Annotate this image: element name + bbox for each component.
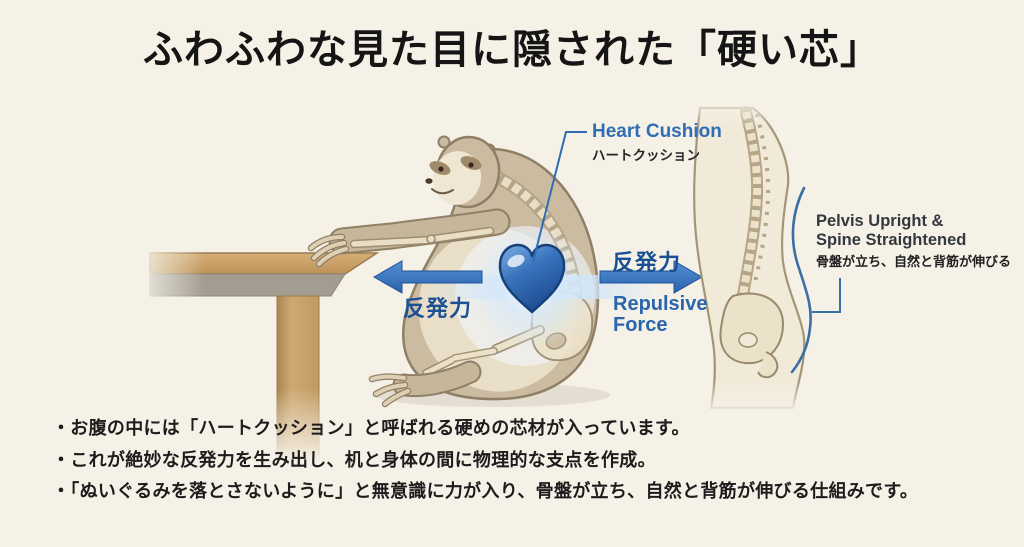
sloth-foot-claws: [368, 373, 412, 408]
pelvis-label-en: Pelvis Upright & Spine Straightened: [816, 212, 966, 250]
sloth-eye-right: [468, 162, 474, 168]
torso-bottom-fade: [678, 380, 820, 422]
sloth-head: [425, 135, 501, 209]
pelvis-bracket: [790, 186, 841, 374]
repulsive-force-label-right-en: Repulsive Force: [613, 294, 707, 336]
page-title: ふわふわな見た目に隠された「硬い芯」: [143, 28, 881, 72]
pelvis-label-en-line2: Spine Straightened: [816, 231, 967, 249]
torso-top-fade: [678, 98, 818, 128]
sloth-arm: [330, 210, 509, 253]
sloth-eye-left: [438, 166, 444, 172]
repulsive-word: Repulsive: [613, 293, 708, 315]
torso-illustration: [693, 106, 806, 410]
pelvis-callout-line: [812, 278, 841, 313]
sloth-arm-bone: [349, 226, 495, 249]
force-word: Force: [613, 314, 668, 336]
pelvis-label-ja: 骨盤が立ち、自然と背筋が伸びる: [816, 254, 1012, 269]
torso-pelvis-bone: [719, 292, 785, 379]
bullet-item-2: ・これが絶妙な反発力を生み出し、机と身体の間に物理的な支点を作成。: [52, 449, 656, 470]
heart-cushion-label-ja: ハートクッション: [592, 148, 700, 163]
repulsive-force-label-right-ja: 反発力: [612, 250, 682, 275]
repulsive-force-label-left: 反発力: [403, 296, 473, 321]
heart-highlight: [507, 254, 525, 268]
sloth-leg: [394, 362, 480, 396]
sloth-mouth: [431, 188, 454, 195]
heart-cushion-callout-line: [532, 131, 587, 263]
bullet-list: ・お腹の中には「ハートクッション」と呼ばれる硬めの芯材が入っています。 ・これが…: [52, 413, 992, 508]
right-repulsion-arrow-icon: [599, 260, 704, 294]
bullet-item-3: ・「ぬいぐるみを落とさないように」と無意識に力が入り、骨盤が立ち、自然と背筋が伸…: [52, 481, 919, 501]
sloth-hand-claws: [307, 233, 350, 268]
desk-leg-fade: [262, 388, 332, 480]
sloth-nose: [425, 178, 433, 184]
pelvis-label-en-line1: Pelvis Upright &: [816, 212, 944, 230]
bullet-item-1: ・お腹の中には「ハートクッション」と呼ばれる硬めの芯材が入っています。: [52, 418, 690, 438]
desk-left-fade: [133, 242, 213, 477]
left-repulsion-arrow-icon: [372, 260, 483, 294]
heart-cushion-label-en: Heart Cushion: [592, 121, 722, 142]
